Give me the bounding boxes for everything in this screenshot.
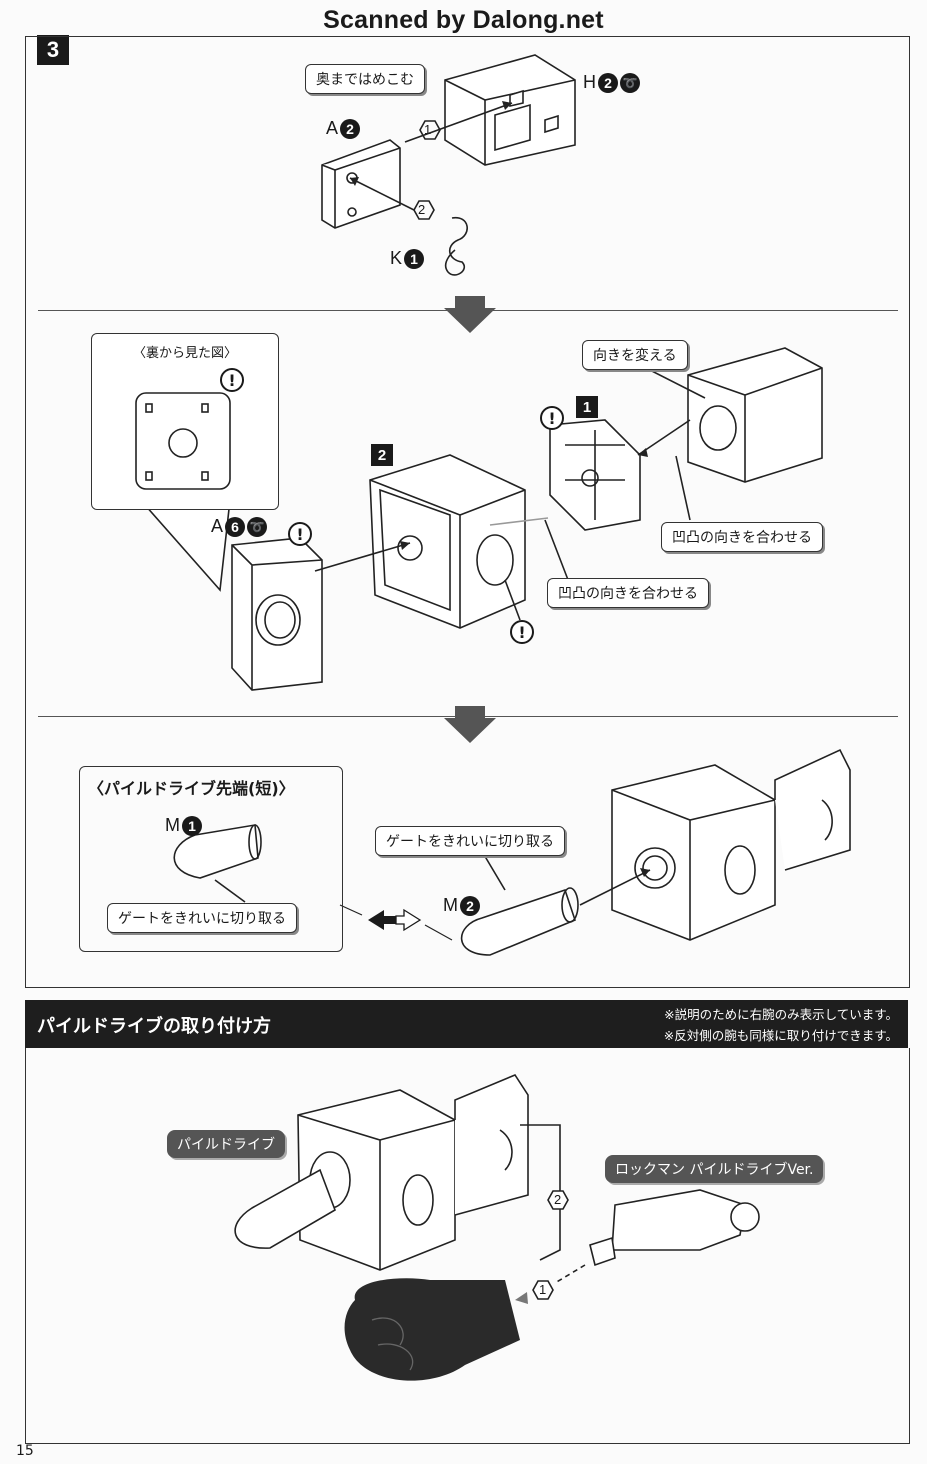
swap-arrow-left [368,910,396,930]
watermark: Scanned by Dalong.net [323,6,604,34]
back-view-title: 〈裏から見た図〉 [132,346,237,361]
mount-order-2: 2 [554,1192,562,1207]
part-h-block [444,54,576,166]
warning-icon: ! [510,620,534,644]
part-letter: K [390,248,403,268]
warning-icon: ! [540,406,564,430]
sprue-number-badge: 6 [225,516,246,537]
sprue-number-badge: 2 [340,118,361,139]
section-divider [38,716,898,717]
pile-spike [234,1168,336,1249]
leader-align-2 [544,519,571,586]
right-block [687,347,823,483]
leader-gate-1 [214,879,246,903]
section-divider [38,310,898,311]
assembled-housing [611,764,776,941]
page-number: 15 [16,1443,34,1459]
insert-arrow-1 [404,102,513,143]
mounting-note-2: ※反対側の腕も同様に取り付けできます。 [663,1028,898,1043]
mounting-note-1: ※説明のために右腕のみ表示しています。 [664,1007,898,1022]
part-k-hook [444,217,468,276]
part-m1-cone [173,824,259,879]
gate-cut-label-1: ゲートをきれいに切り取る [107,903,297,933]
part-label-k1: K 1 [390,248,425,269]
rotate-label: 向きを変える [582,340,688,370]
next-arrow-2 [444,706,496,743]
back-view-panel: 〈裏から見た図〉 [91,333,279,510]
warning-icon: ! [288,522,312,546]
mounting-title: パイルドライブの取り付け方 [37,1016,271,1037]
leader-rotate [639,364,706,399]
sprue-number-badge: 1 [404,248,425,269]
part-label-m2: M 2 [443,895,480,916]
gate-cut-label-2: ゲートをきれいに切り取る [375,826,565,856]
align-label-1: 凹凸の向きを合わせる [661,522,823,552]
sub-step-1-badge: 1 [576,396,598,418]
swap-arrow-right [395,908,422,932]
part-label-a2: A 2 [326,118,361,139]
insert-arrow-2 [349,177,415,211]
mount-order-1-hex [532,1280,554,1300]
part-label-m1: M 1 [165,815,202,836]
step-number: 3 [37,35,69,65]
align-label-2: 凹凸の向きを合わせる [547,578,709,608]
insert-arrow-plate [489,517,549,526]
sub-assembly-2-housing [369,454,526,629]
push-in-label: 奥まではめこむ [305,64,425,94]
sprue-number-badge: 2 [598,72,618,93]
warning-icon: ! [220,368,244,392]
order-marker-2: 2 [418,202,426,217]
callout-tail [144,499,231,592]
sprue-number-badge: 1 [182,815,202,836]
part-m2-cone [460,888,576,956]
part-letter: M [443,895,458,915]
part-letter: A [211,516,224,536]
part-letter: H [583,72,596,92]
insert-arrow-a6 [314,542,411,572]
mount-order-1: 1 [539,1282,547,1297]
insert-arrow-m2 [579,869,651,906]
leader-align-1 [675,455,691,521]
rockman-pile-drive-label: ロックマン パイルドライブVer. [605,1155,824,1183]
mount-order-2-hex [547,1190,569,1210]
sub-step-2-badge: 2 [371,444,393,466]
rockman-arm [611,1189,746,1251]
part-label-h2: H 2 ➰ [583,72,640,93]
order-marker-1: 1 [424,122,432,137]
part-letter: M [165,815,180,835]
tool-icon: ➰ [247,516,268,537]
fist-hand [344,1278,520,1381]
leader-warning [504,579,521,621]
mounting-header-bar: パイルドライブの取り付け方 ※説明のために右腕のみ表示しています。 ※反対側の腕… [25,1000,908,1048]
pile-drive-label: パイルドライブ [167,1130,285,1158]
order-marker-2-hex [413,200,435,220]
next-arrow-1 [444,296,496,333]
sprue-number-badge: 2 [460,895,480,916]
tool-icon: ➰ [620,72,640,93]
part-label-a6: A 6 ➰ [211,516,268,537]
part-letter: A [326,118,339,138]
short-tip-title: 〈パイルドライブ先端(短)〉 [88,779,295,798]
insert-arrow-right [637,419,691,456]
short-tip-panel: 〈パイルドライブ先端(短)〉 [79,766,343,952]
